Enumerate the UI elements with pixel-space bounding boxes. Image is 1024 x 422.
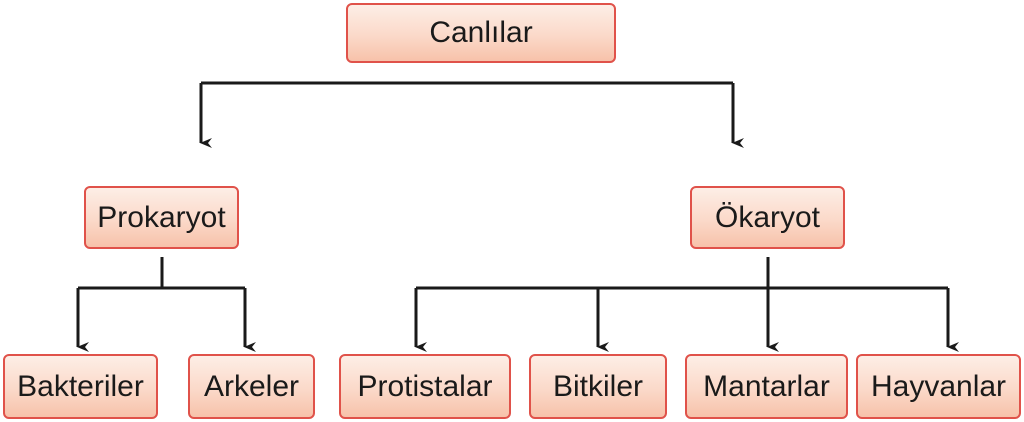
node-mantarlar: Mantarlar [685,354,848,419]
node-prokaryot: Prokaryot [84,186,239,249]
node-bakteriler-label: Bakteriler [17,369,144,403]
node-hayvanlar: Hayvanlar [856,354,1021,419]
node-bitkiler: Bitkiler [529,354,667,419]
node-canlilar-label: Canlılar [429,16,533,49]
node-bakteriler: Bakteriler [3,354,158,419]
node-hayvanlar-label: Hayvanlar [870,369,1007,403]
node-bitkiler-label: Bitkiler [552,369,643,403]
node-arkeler-label: Arkeler [203,369,300,403]
node-prokaryot-label: Prokaryot [97,200,226,234]
node-protistalar-label: Protistalar [357,369,493,403]
node-okaryot: Ökaryot [690,186,845,249]
node-canlilar: Canlılar [346,3,616,63]
node-protistalar: Protistalar [339,354,511,419]
connector-root-to-prokaryot [201,81,733,143]
node-okaryot-label: Ökaryot [714,200,821,234]
node-mantarlar-label: Mantarlar [703,369,830,403]
node-arkeler: Arkeler [188,354,315,419]
